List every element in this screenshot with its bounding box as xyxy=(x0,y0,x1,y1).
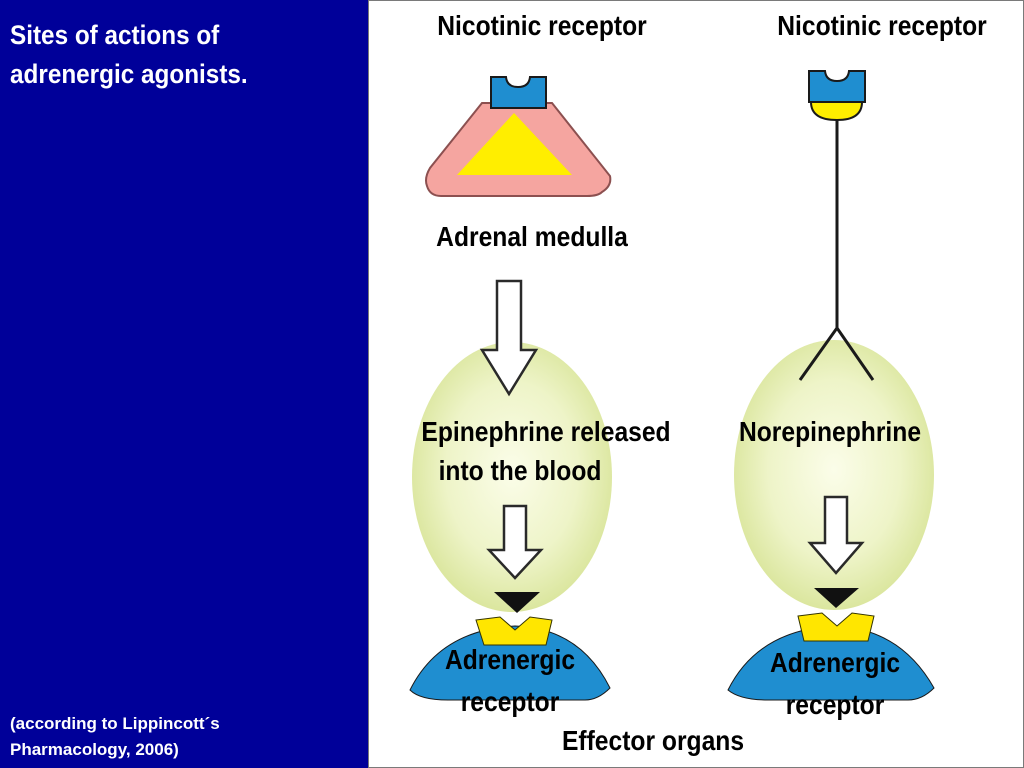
effector-organ-left xyxy=(409,625,611,701)
epinephrine-label-line-1: Epinephrine released xyxy=(421,416,671,447)
adrenal-medulla-shape xyxy=(425,102,612,197)
nicotinic-receptor-label-left: Nicotinic receptor xyxy=(437,10,647,41)
slide-title-line-1: Sites of actions of xyxy=(10,20,220,50)
nicotinic-receptor-icon-right xyxy=(808,70,866,103)
neuron-terminal-icon xyxy=(809,101,864,122)
target-cell-left xyxy=(412,342,612,612)
slide-title-line-2: adrenergic agonists. xyxy=(10,59,248,89)
epinephrine-ligand-icon xyxy=(494,592,540,613)
nerve-ending-icon xyxy=(798,325,875,381)
norepinephrine-ligand-icon xyxy=(814,588,859,608)
nicotinic-receptor-label-right: Nicotinic receptor xyxy=(777,10,987,41)
slide-title: Sites of actions of adrenergic agonists. xyxy=(10,16,316,94)
nicotinic-receptor-icon-left xyxy=(490,76,547,109)
adrenergic-receptor-label-left-line-1: Adrenergic xyxy=(444,644,576,675)
effector-organ-right xyxy=(727,625,935,701)
adrenergic-receptor-label-right-line-1: Adrenergic xyxy=(769,647,901,678)
adrenergic-receptor-icon-left xyxy=(475,616,553,646)
effector-organs-label: Effector organs xyxy=(561,725,745,756)
binding-arrow-icon-right xyxy=(807,495,865,575)
target-cell-right xyxy=(734,340,934,610)
adrenergic-receptor-label-left-line-2: receptor xyxy=(460,686,560,717)
citation: (according to Lippincott´s Pharmacology,… xyxy=(10,711,350,763)
adrenergic-receptor-icon-right xyxy=(797,612,875,642)
binding-arrow-icon-left xyxy=(486,504,544,580)
citation-line-2: Pharmacology, 2006) xyxy=(10,740,179,759)
citation-line-1: (according to Lippincott´s xyxy=(10,714,220,733)
epinephrine-label-line-2: into the blood xyxy=(438,455,602,486)
release-arrow-icon xyxy=(479,279,539,397)
sidebar-panel: Sites of actions of adrenergic agonists.… xyxy=(0,0,368,768)
adrenal-medulla-label: Adrenal medulla xyxy=(436,221,628,252)
norepinephrine-label: Norepinephrine xyxy=(738,416,922,447)
adrenergic-receptor-label-right-line-2: receptor xyxy=(785,689,885,720)
